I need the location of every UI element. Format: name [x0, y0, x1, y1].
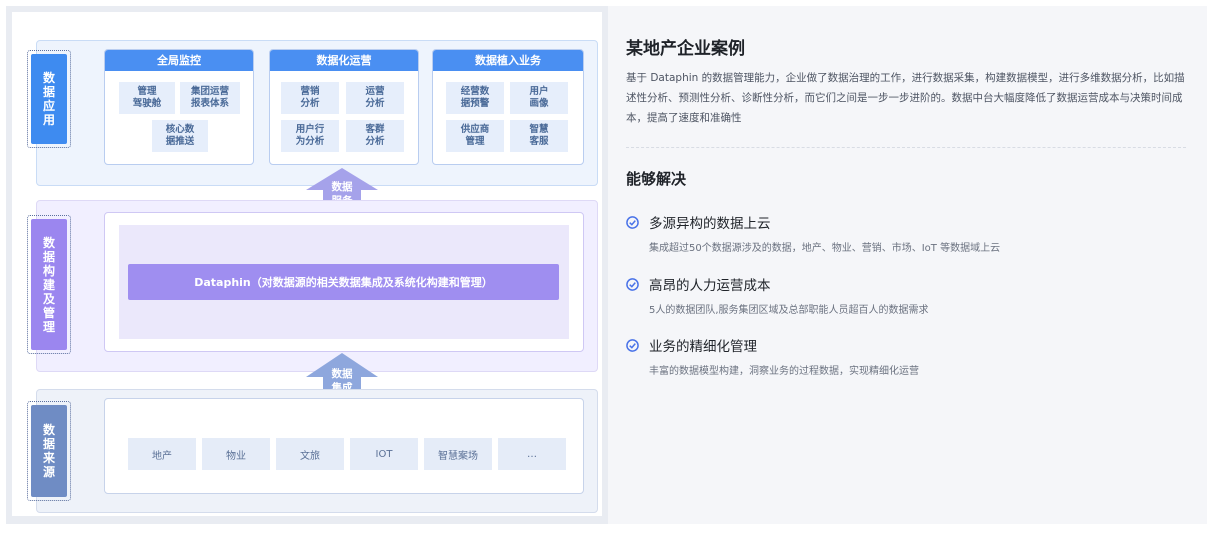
group-title: 数据化运营 [270, 50, 418, 71]
solution-item: 高昂的人力运营成本 5人的数据团队,服务集团区域及总部职能人员超百人的数据需求 [626, 274, 929, 316]
source-chip: … [498, 438, 566, 470]
solution-desc: 集成超过50个数据源涉及的数据，地产、物业、营销、市场、IoT 等数据域上云 [649, 243, 1001, 254]
case-title: 某地产企业案例 [626, 39, 745, 59]
item-chip: 用户 画像 [510, 82, 568, 114]
item-chip: 客群 分析 [346, 120, 404, 152]
arrow-up-icon [306, 353, 378, 399]
side-label-frame-source: 数据来源 [27, 401, 71, 501]
side-label-source: 数据来源 [31, 405, 67, 497]
item-chip: 用户行 为分析 [281, 120, 339, 152]
solution-title: 业务的精细化管理 [649, 339, 757, 355]
case-panel: 某地产企业案例 基于 Dataphin 的数据管理能力，企业做了数据治理的工作，… [608, 6, 1207, 524]
source-chip: 物业 [202, 438, 270, 470]
group-title: 数据植入业务 [433, 50, 583, 71]
item-chip: 集团运营 报表体系 [180, 82, 240, 114]
item-chip: 核心数 据推送 [152, 120, 208, 152]
source-chip: 智慧案场 [424, 438, 492, 470]
section-subtitle: 能够解决 [626, 170, 687, 188]
diagram-canvas: 数据应用 全局监控 管理 驾驶舱 集团运营 报表体系 核心数 据推送 数据化运营… [12, 12, 602, 516]
solution-title: 高昂的人力运营成本 [649, 278, 771, 294]
group-title: 全局监控 [105, 50, 253, 71]
source-chip: 地产 [128, 438, 196, 470]
source-chip: IOT [350, 438, 418, 470]
side-label-frame-application: 数据应用 [27, 50, 71, 148]
arrow-up-icon [306, 168, 378, 210]
item-chip: 经营数 据预警 [446, 82, 504, 114]
side-label-frame-build: 数据构建及管理 [27, 215, 71, 354]
item-chip: 营销 分析 [281, 82, 339, 114]
check-circle-icon [626, 338, 639, 352]
solution-desc: 5人的数据团队,服务集团区域及总部职能人员超百人的数据需求 [649, 305, 929, 316]
dataphin-bar: Dataphin（对数据源的相关数据集成及系统化构建和管理） [128, 264, 559, 300]
check-circle-icon [626, 277, 639, 291]
check-circle-icon [626, 215, 639, 229]
divider [626, 147, 1186, 148]
architecture-diagram: 数据应用 全局监控 管理 驾驶舱 集团运营 报表体系 核心数 据推送 数据化运营… [6, 6, 608, 524]
item-chip: 运营 分析 [346, 82, 404, 114]
solution-item: 多源异构的数据上云 集成超过50个数据源涉及的数据，地产、物业、营销、市场、Io… [626, 212, 1000, 254]
item-chip: 供应商 管理 [446, 120, 504, 152]
source-chip: 文旅 [276, 438, 344, 470]
case-description: 基于 Dataphin 的数据管理能力，企业做了数据治理的工作，进行数据采集，构… [626, 72, 1185, 124]
solution-desc: 丰富的数据模型构建，洞察业务的过程数据，实现精细化运营 [649, 366, 919, 377]
side-label-application: 数据应用 [31, 54, 67, 144]
solution-title: 多源异构的数据上云 [649, 216, 771, 232]
item-chip: 智慧 客服 [510, 120, 568, 152]
item-chip: 管理 驾驶舱 [119, 82, 175, 114]
solution-item: 业务的精细化管理 丰富的数据模型构建，洞察业务的过程数据，实现精细化运营 [626, 335, 919, 377]
side-label-build: 数据构建及管理 [31, 219, 67, 350]
